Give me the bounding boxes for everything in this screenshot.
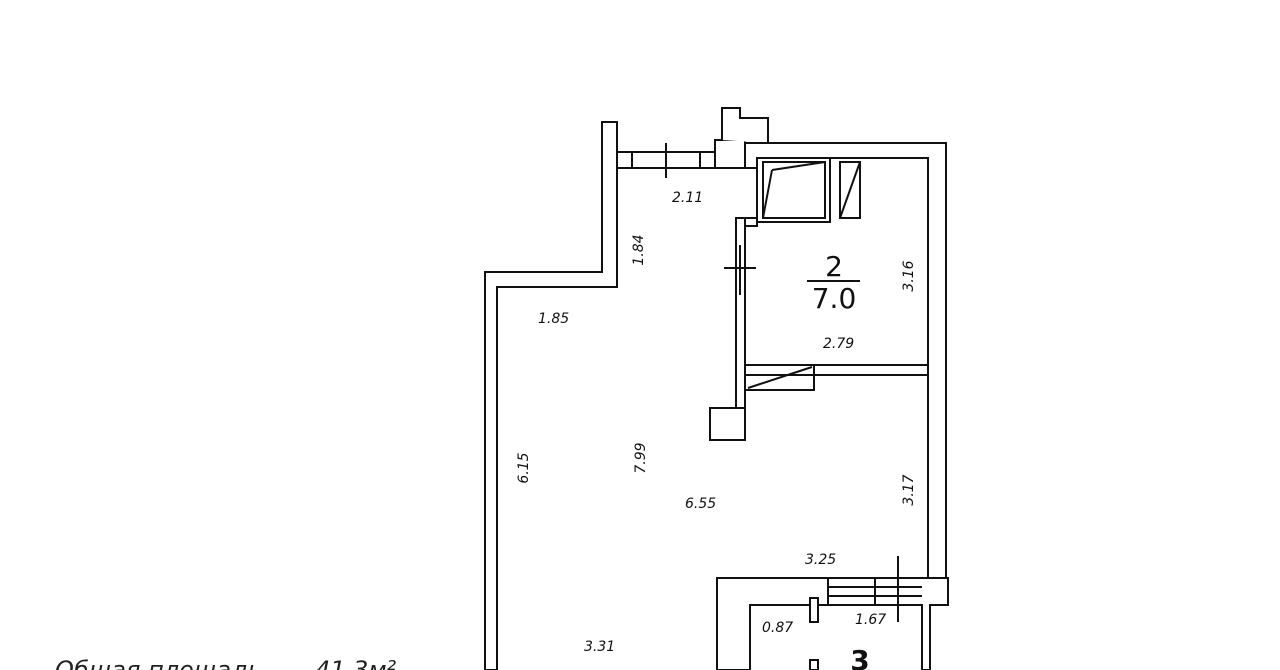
dim-label: 1.67 xyxy=(855,612,886,628)
dim-label: 3.17 xyxy=(901,474,917,505)
dim-label: 7.99 xyxy=(633,442,649,473)
dim-label: 3.25 xyxy=(805,552,836,568)
total-area-value: 41.3м² xyxy=(315,656,397,670)
column xyxy=(714,139,746,169)
dim-label: 2.11 xyxy=(672,190,703,206)
dim-label: 1.85 xyxy=(538,311,569,327)
wall-room-3 xyxy=(716,577,949,670)
dim-label: 3.31 xyxy=(584,639,615,655)
dim-label: 3.16 xyxy=(901,260,917,291)
room-2-area: 7.0 xyxy=(812,282,857,315)
shaft xyxy=(721,107,769,143)
wall-left-outer xyxy=(484,121,618,670)
room-3-number: 3 xyxy=(850,644,869,670)
column-small xyxy=(709,407,746,441)
room-2-number: 2 xyxy=(825,250,843,283)
dim-label: 2.79 xyxy=(823,336,854,352)
dim-label: 6.15 xyxy=(516,452,532,483)
dim-label: 0.87 xyxy=(762,620,793,636)
dim-label: 6.55 xyxy=(685,496,716,512)
total-area-label: Общая площадь xyxy=(55,656,262,670)
dim-label: 1.84 xyxy=(631,234,647,265)
wall-right-outer xyxy=(744,142,947,579)
